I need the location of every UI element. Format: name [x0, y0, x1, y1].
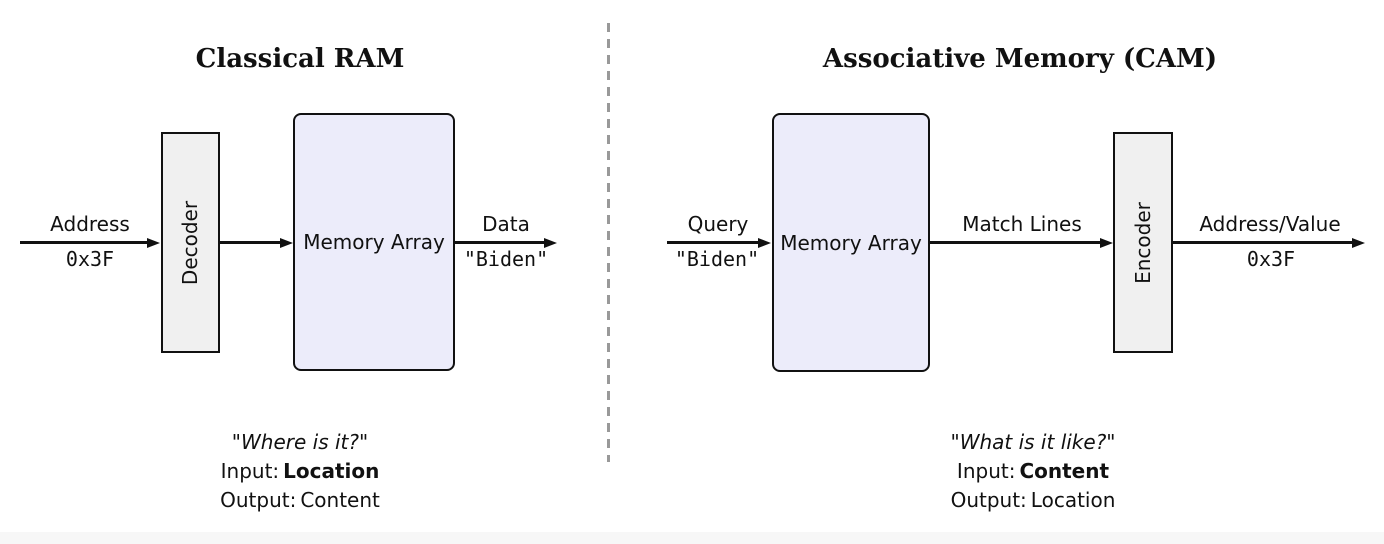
- right-output-label: Address/Value: [1199, 212, 1341, 236]
- encoder-label: Encoder: [1131, 201, 1155, 284]
- left-memory-array-box: Memory Array: [293, 113, 455, 371]
- right-caption-output-key: Output:: [950, 488, 1027, 512]
- right-caption-output-value: Location: [1030, 488, 1116, 512]
- left-caption-quote: "Where is it?": [231, 430, 369, 454]
- slide-bottom-edge: [0, 532, 1384, 544]
- right-memory-array-label: Memory Array: [780, 230, 922, 255]
- left-output-arrow: [455, 241, 544, 244]
- left-caption-input-key: Input:: [220, 459, 280, 483]
- left-input-value: 0x3F: [65, 247, 115, 271]
- right-output-value: 0x3F: [1246, 247, 1296, 271]
- left-input-arrow: [20, 241, 147, 244]
- left-caption-output-value: Content: [300, 488, 380, 512]
- right-caption-input-value: Content: [1019, 459, 1110, 483]
- left-caption-input-value: Location: [283, 459, 380, 483]
- decoder-box: Decoder: [161, 132, 220, 353]
- left-caption: "Where is it?" Input:Location Output:Con…: [220, 428, 380, 515]
- right-panel-title: Associative Memory (CAM): [822, 44, 1218, 74]
- panel-divider-dashed-line: [607, 23, 610, 462]
- left-caption-output-key: Output:: [220, 488, 297, 512]
- right-memory-array-box: Memory Array: [772, 113, 930, 372]
- right-caption-quote: "What is it like?": [950, 430, 1116, 454]
- right-input-arrow: [667, 241, 758, 244]
- match-lines-arrow: [930, 241, 1100, 244]
- left-output-label: Data: [482, 212, 530, 236]
- right-caption-input-key: Input:: [956, 459, 1016, 483]
- right-output-arrow: [1173, 241, 1352, 244]
- left-memory-array-label: Memory Array: [303, 230, 445, 254]
- match-lines-label: Match Lines: [962, 212, 1082, 236]
- right-caption: "What is it like?" Input:Content Output:…: [950, 428, 1115, 515]
- decoder-to-memory-arrow: [220, 241, 280, 244]
- left-output-value: "Biden": [463, 247, 549, 271]
- right-input-value: "Biden": [674, 247, 760, 271]
- decoder-label: Decoder: [178, 200, 203, 285]
- left-input-label: Address: [50, 212, 130, 236]
- left-panel-title: Classical RAM: [195, 44, 405, 74]
- encoder-box: Encoder: [1113, 132, 1173, 353]
- left-caption-input: Input:Location: [220, 457, 380, 486]
- right-caption-input: Input:Content: [950, 457, 1115, 486]
- left-caption-output: Output:Content: [220, 486, 380, 515]
- right-caption-output: Output:Location: [950, 486, 1116, 515]
- right-input-label: Query: [687, 212, 749, 236]
